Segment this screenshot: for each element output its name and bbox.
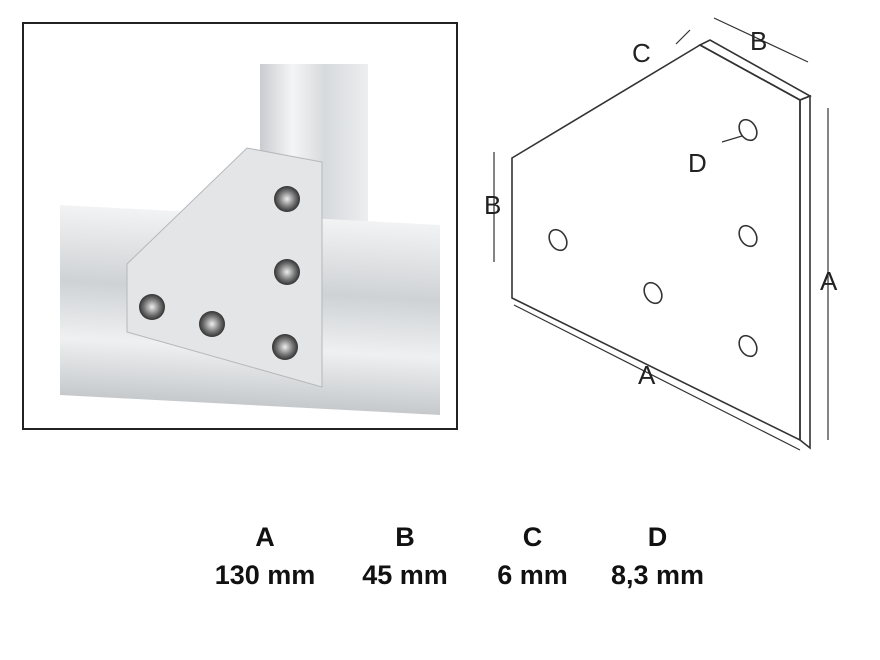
spec-d: D 8,3 mm	[595, 518, 720, 594]
spec-a: A 130 mm	[200, 518, 330, 594]
dimension-diagram: A A B B C D	[470, 0, 880, 470]
corner-plate	[126, 147, 323, 388]
spec-value: 8,3 mm	[610, 560, 705, 590]
label-a-bottom: A	[638, 360, 656, 390]
label-b-left: B	[484, 190, 501, 220]
spec-label: A	[255, 522, 275, 552]
label-c: C	[632, 38, 651, 68]
label-b-top: B	[750, 26, 767, 56]
spec-value: 130 mm	[214, 560, 316, 590]
spec-c: C 6 mm	[475, 518, 590, 594]
plate-top-face	[698, 39, 812, 101]
spec-value: 45 mm	[362, 560, 448, 590]
spec-label: D	[647, 522, 668, 552]
spec-value: 6 mm	[497, 560, 568, 590]
holes	[548, 118, 758, 358]
plate-side-face	[799, 94, 811, 450]
spec-b: B 45 mm	[345, 518, 465, 594]
screws	[139, 186, 300, 360]
spec-label: C	[522, 522, 543, 552]
dimension-lines	[493, 17, 829, 451]
label-a-right: A	[820, 266, 838, 296]
product-photo	[22, 22, 458, 430]
spec-label: B	[395, 522, 415, 552]
label-d: D	[688, 148, 707, 178]
